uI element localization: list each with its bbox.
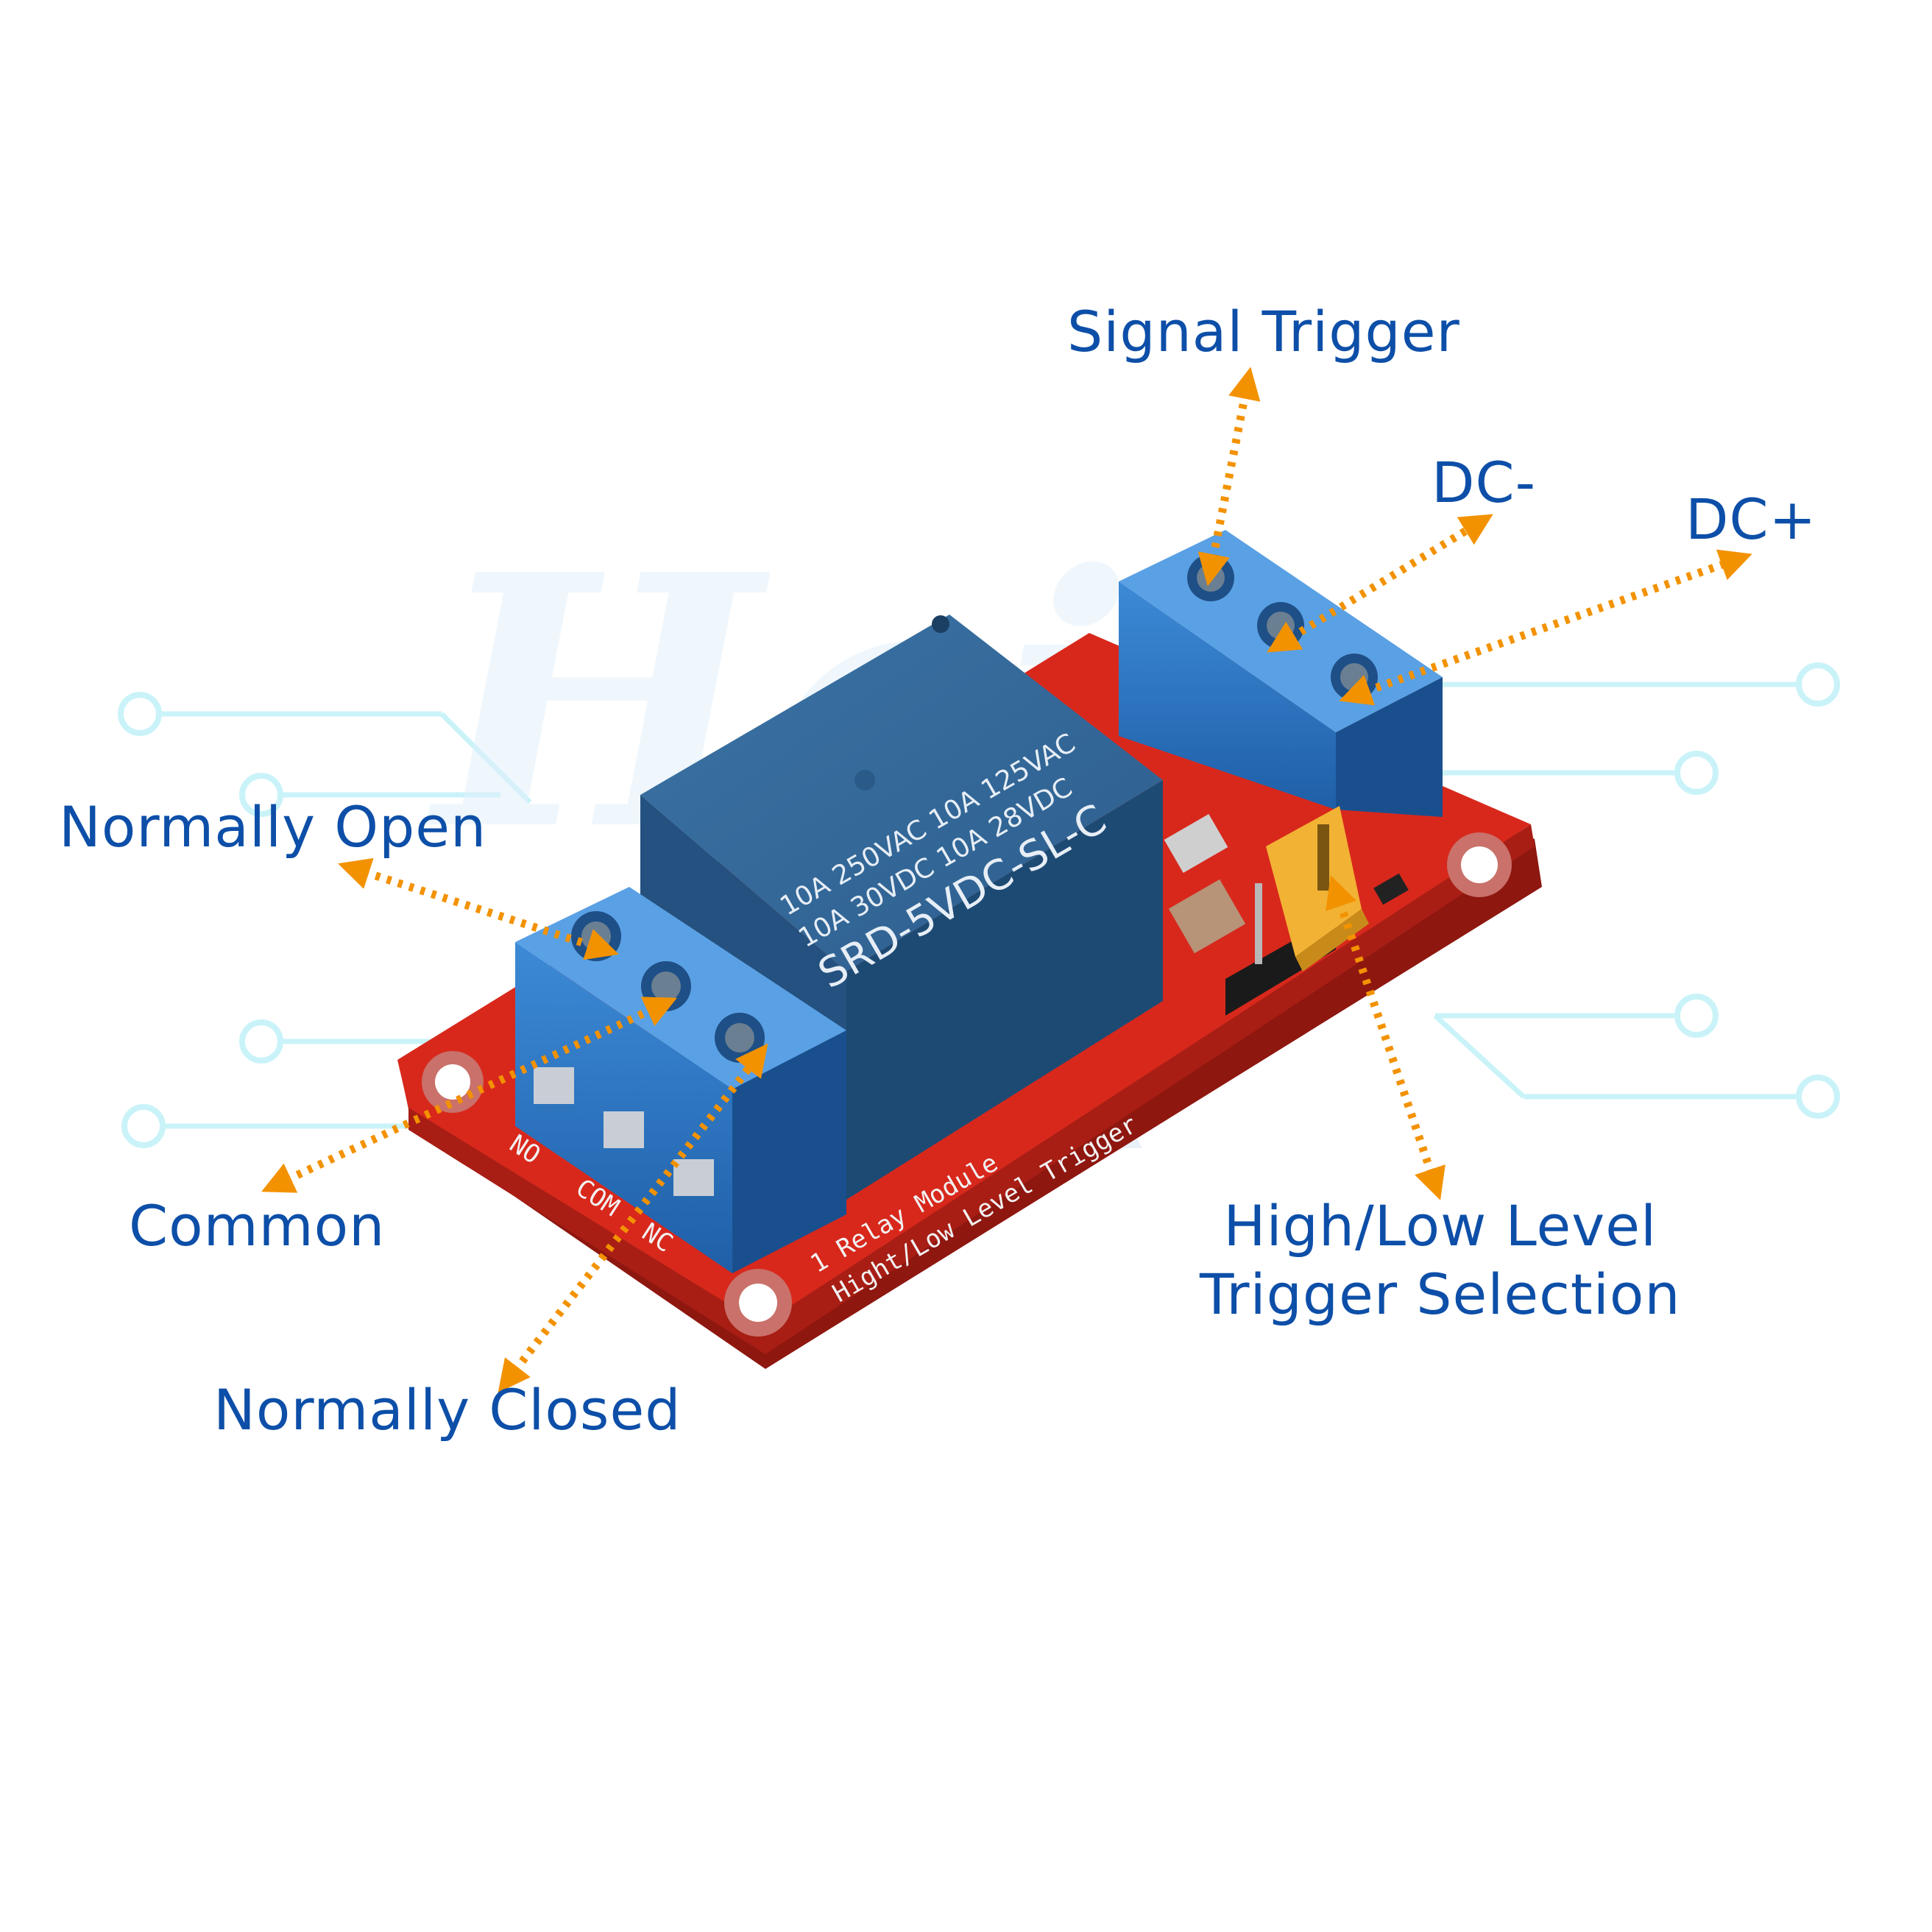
label-common: Common bbox=[129, 1193, 386, 1259]
label-dc-plus: DC+ bbox=[1685, 486, 1817, 552]
label-trigger-selection: High/Low Level Trigger Selection bbox=[1200, 1192, 1681, 1328]
label-signal-trigger: Signal Trigger bbox=[1067, 299, 1460, 364]
label-dc-minus: DC- bbox=[1432, 450, 1537, 515]
arrow-common bbox=[261, 997, 677, 1193]
label-normally-open: Normally Open bbox=[59, 794, 487, 860]
label-trigger-selection-line2: Trigger Selection bbox=[1200, 1261, 1681, 1327]
arrow-dc-minus bbox=[1267, 514, 1493, 653]
circuit-node-decoration bbox=[118, 662, 1840, 1148]
arrow-trigger-selection bbox=[1326, 875, 1446, 1200]
leader-arrows bbox=[261, 367, 1752, 1393]
label-trigger-selection-line1: High/Low Level bbox=[1223, 1193, 1657, 1259]
label-normally-closed: Normally Closed bbox=[213, 1377, 682, 1443]
arrow-dc-plus bbox=[1339, 549, 1752, 706]
arrow-normally-open bbox=[338, 857, 619, 960]
arrow-signal-trigger bbox=[1197, 367, 1261, 587]
